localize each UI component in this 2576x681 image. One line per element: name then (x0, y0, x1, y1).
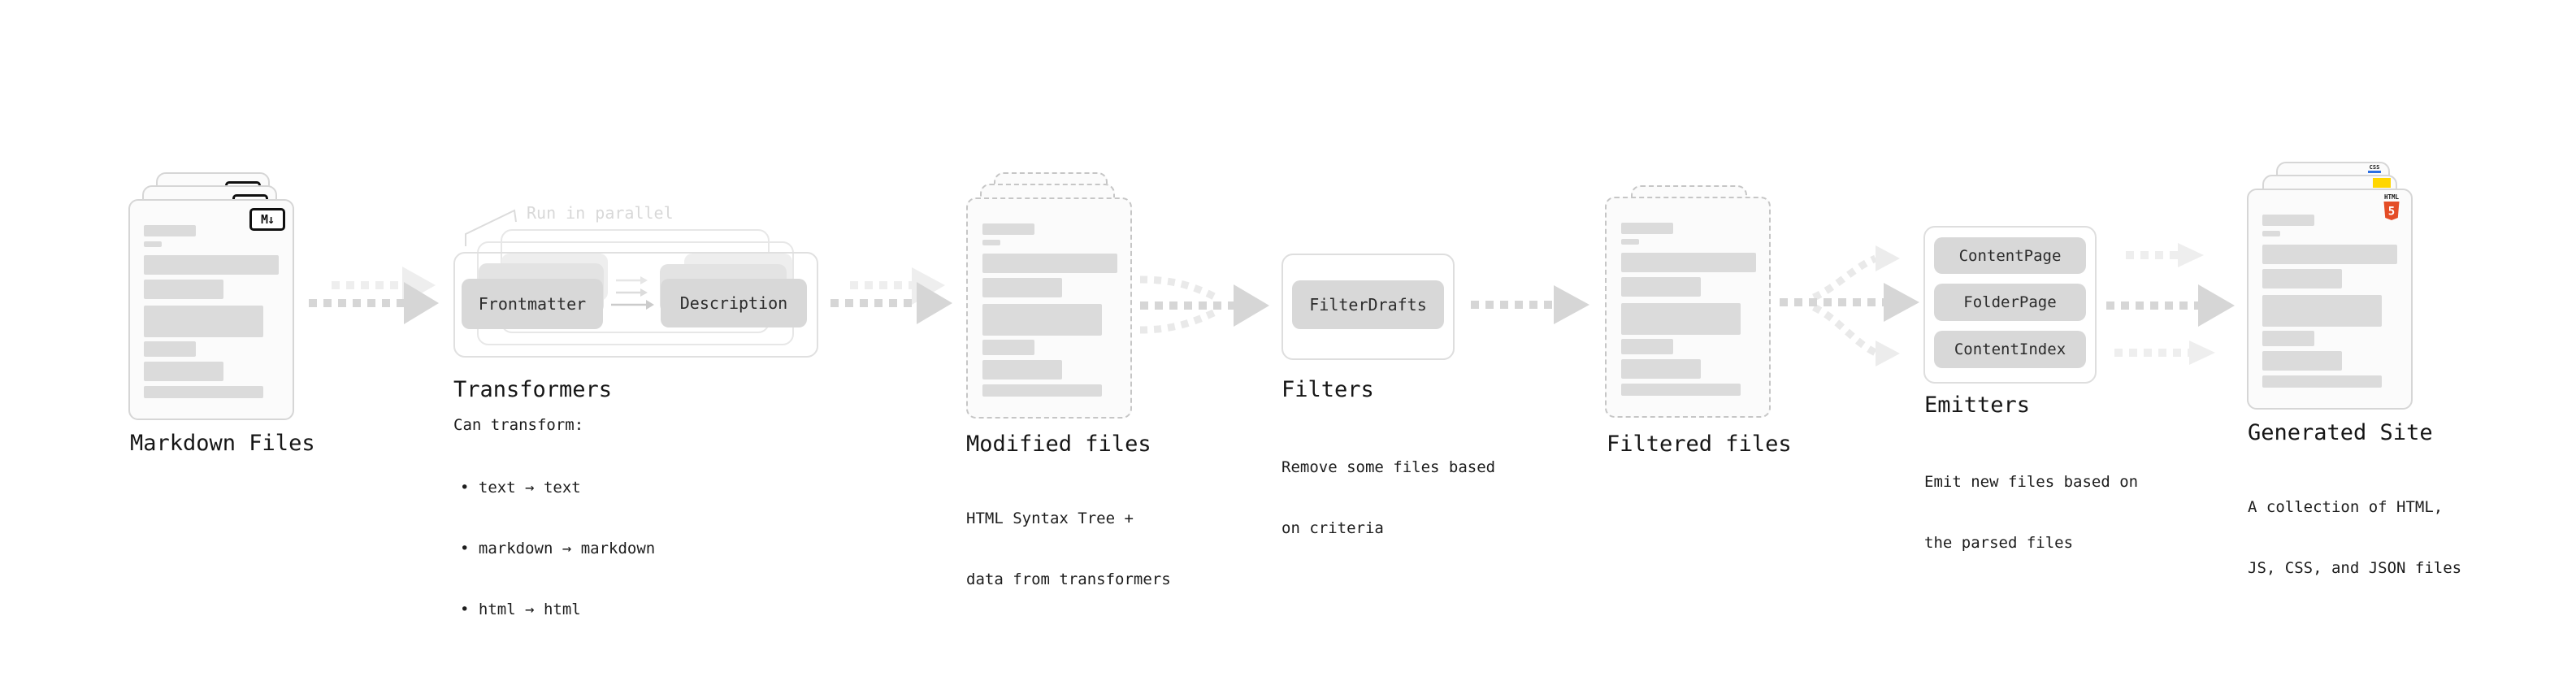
arrow-modified-to-filters (1139, 275, 1269, 334)
folderpage-box: FolderPage (1934, 284, 2086, 321)
stage-title-markdown-files: Markdown Files (130, 431, 315, 456)
arrow-transformers-to-modified (830, 267, 952, 324)
emitters-description: Emit new files based on the parsed files (1924, 432, 2138, 594)
doc-content-bar (982, 254, 1117, 273)
generated-file-card-front (2247, 189, 2413, 410)
doc-content-bar (1621, 253, 1756, 272)
html5-icon: HTML 5 (2383, 193, 2400, 220)
arrow-emitters-to-generated (2106, 243, 2235, 365)
frontmatter-box: Frontmatter (462, 279, 603, 329)
description-line: Remove some files based (1281, 458, 1496, 476)
doc-content-bar (144, 255, 279, 275)
javascript-icon (2373, 178, 2391, 188)
doc-content-bar (1621, 384, 1741, 396)
stage-title-emitters: Emitters (1924, 393, 2031, 418)
doc-content-bar (144, 386, 263, 398)
markdown-file-card-front: M↓ (128, 199, 294, 420)
transformers-bullet-list: • text → text • markdown → markdown • ht… (460, 437, 655, 661)
doc-content-bar (2262, 269, 2342, 288)
transformers-container (453, 252, 818, 358)
doc-content-bar (982, 384, 1102, 397)
doc-content-bar (982, 304, 1102, 336)
description-box: Description (661, 279, 807, 327)
markdown-icon: M↓ (249, 208, 285, 231)
stage-title-filtered-files: Filtered files (1607, 432, 1792, 457)
doc-content-bar (144, 280, 223, 299)
bullet-item: • text → text (460, 479, 581, 497)
description-line: Emit new files based on (1924, 473, 2139, 491)
stage-title-filters: Filters (1281, 377, 1374, 402)
description-line: the parsed files (1924, 534, 2074, 552)
doc-content-bar (2262, 331, 2314, 346)
transformers-description: Can transform: (453, 416, 584, 434)
doc-content-bar (2262, 215, 2314, 226)
svg-text:HTML: HTML (2384, 193, 2400, 201)
description-line: HTML Syntax Tree + (966, 510, 1134, 527)
doc-content-bar (982, 240, 1000, 245)
doc-content-bar (144, 306, 263, 337)
description-line: JS, CSS, and JSON files (2248, 559, 2462, 577)
doc-content-bar (982, 278, 1062, 297)
doc-content-bar (144, 225, 196, 236)
filtered-file-card-front (1605, 197, 1771, 418)
filterdrafts-box: FilterDrafts (1292, 280, 1444, 329)
arrow-filtered-to-emitters (1780, 245, 1919, 367)
description-line: data from transformers (966, 570, 1171, 588)
doc-content-bar (144, 341, 196, 357)
stage-title-modified-files: Modified files (966, 432, 1151, 457)
doc-content-bar (2262, 231, 2280, 236)
doc-content-bar (1621, 223, 1673, 234)
doc-content-bar (982, 360, 1062, 380)
doc-content-bar (1621, 359, 1701, 379)
bullet-item: • markdown → markdown (460, 540, 656, 557)
generated-site-description: A collection of HTML, JS, CSS, and JSON … (2248, 457, 2461, 619)
description-line: A collection of HTML, (2248, 498, 2444, 516)
filters-description: Remove some files based on criteria (1281, 417, 1495, 579)
description-line: on criteria (1281, 519, 1384, 537)
modified-files-description: HTML Syntax Tree + data from transformer… (966, 468, 1171, 631)
bullet-item: • html → html (460, 601, 581, 618)
emitters-container (1923, 226, 2097, 384)
contentindex-box: ContentIndex (1934, 331, 2086, 368)
doc-content-bar (2262, 375, 2382, 388)
doc-content-bar (144, 241, 162, 247)
stage-title-transformers: Transformers (453, 377, 613, 402)
run-in-parallel-callout-line (465, 209, 517, 246)
filters-container (1281, 254, 1455, 360)
doc-content-bar (1621, 239, 1639, 245)
run-in-parallel-note: Run in parallel (527, 203, 674, 223)
arrow-frontmatter-to-description (611, 276, 654, 310)
doc-content-bar (982, 223, 1034, 235)
svg-text:5: 5 (2388, 206, 2395, 219)
contentpage-box: ContentPage (1934, 237, 2086, 274)
doc-content-bar (2262, 295, 2382, 327)
arrow-markdown-to-transformers (309, 267, 439, 324)
doc-content-bar (144, 362, 223, 381)
doc-content-bar (1621, 339, 1673, 354)
doc-content-bar (982, 340, 1034, 355)
doc-content-bar (1621, 277, 1701, 297)
arrow-filters-to-filtered (1471, 285, 1589, 324)
css-icon: CSS (2368, 164, 2381, 173)
doc-content-bar (1621, 303, 1741, 335)
modified-file-card-front (966, 197, 1132, 419)
svg-text:CSS: CSS (2370, 164, 2380, 171)
stage-title-generated-site: Generated Site (2248, 420, 2433, 445)
doc-content-bar (2262, 245, 2397, 264)
doc-content-bar (2262, 351, 2342, 371)
